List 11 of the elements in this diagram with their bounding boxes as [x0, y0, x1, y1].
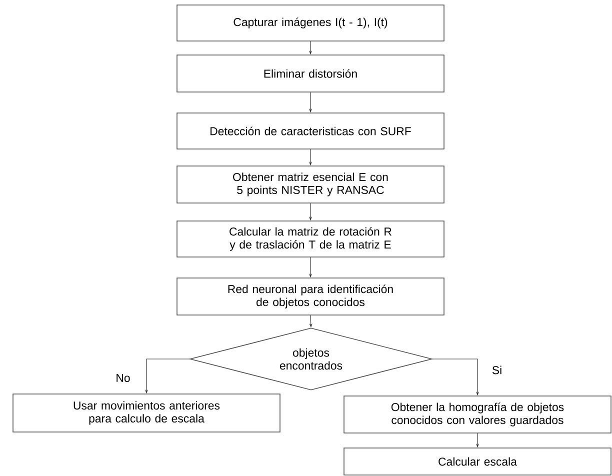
- process-box: Eliminar distorsión: [176, 54, 444, 92]
- process-box: Detección de caracteristicas con SURF: [176, 112, 444, 150]
- edge-label: Si: [490, 364, 504, 376]
- process-box: Obtener la homografía de objetos conocidos con valores guardados: [344, 396, 612, 434]
- process-box: Red neuronal para identificación de objetos conocidos: [176, 278, 444, 316]
- edge-label: No: [114, 373, 132, 383]
- process-box: Capturar imágenes I(t - 1), I(t): [176, 4, 444, 42]
- process-box: Calcular escala: [344, 448, 612, 476]
- process-box: Obtener matriz esencial E con 5 points NISTER y RANSAC: [176, 166, 444, 204]
- process-box: Usar movimientos anteriores para calculo de escala: [12, 394, 280, 432]
- process-box: Calcular la matriz de rotación R y de traslación T de la matriz E: [176, 220, 444, 258]
